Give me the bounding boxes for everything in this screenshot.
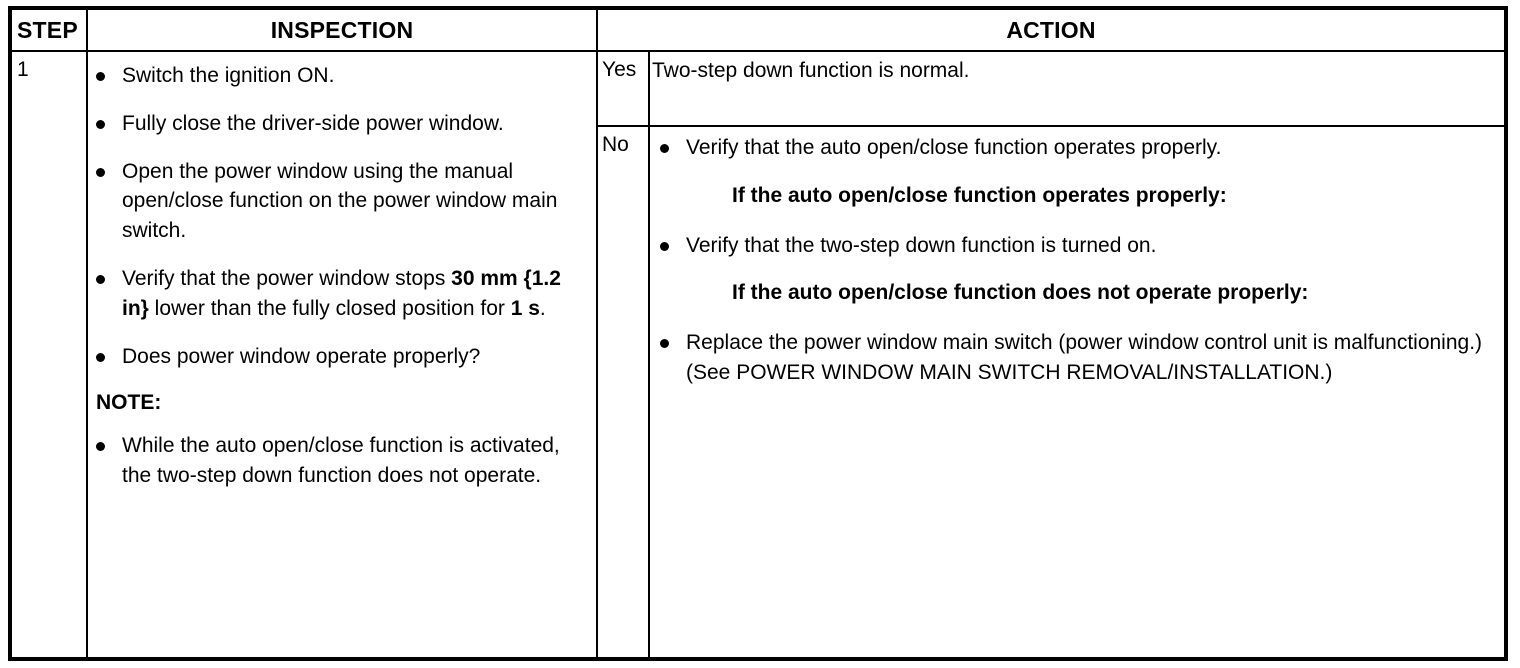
text-run: Verify that the power window stops [122,267,452,291]
inspection-note-label: NOTE: [96,390,162,414]
outcome-no: No Verify that the auto open/close funct… [598,127,1504,657]
header-label-inspection: INSPECTION [270,16,414,43]
text-run: . [539,296,546,320]
text-run: Verify that the auto open/close function… [686,136,1222,159]
bold-text-run: 1 s [510,296,540,320]
action-bullet-list: Verify that the auto open/close function… [652,133,1494,163]
list-item: Verify that the auto open/close function… [652,133,1494,163]
outcome-yes: Yes Two-step down function is normal. [598,52,1504,127]
list-item: Open the power window using the manual o… [88,157,584,246]
inspection-bullet-list: Switch the ignition ON. Fully close the d… [88,61,584,372]
list-item: Verify that the two-step down function i… [652,231,1494,261]
text-run: Open the power window using the manual o… [122,159,558,243]
bold-text-run: 30 mm {1.2 in} [122,267,561,320]
list-item: Switch the ignition ON. [88,61,584,91]
header-cell-step: STEP [12,10,88,50]
action-condition-heading: If the auto open/close function does not… [732,281,1309,305]
text-run: Switch the ignition ON. [122,64,335,87]
outcome-label-yes: Yes [598,52,650,125]
inspection-note-bullet-list: While the auto open/close function is ac… [88,431,584,491]
outcome-no-block-list: Verify that the auto open/close function… [652,133,1494,388]
header-label-step: STEP [17,16,78,43]
list-item: Verify that the power window stops 30 mm… [88,264,584,324]
text-run: While the auto open/close function is ac… [122,433,560,487]
table-row: 1 Switch the ignition ON. Fully close the… [12,52,1504,657]
cell-action-outcomes: Yes Two-step down function is normal. No… [598,52,1504,657]
header-cell-action: ACTION [598,10,1504,50]
outcome-body-no: Verify that the auto open/close function… [650,127,1504,657]
text-run: Fully close the driver-side power window… [122,111,504,135]
header-cell-inspection: INSPECTION [88,10,598,50]
text-run: Verify that the two-step down function i… [686,233,1157,257]
text-run: lower than the fully closed position for [148,296,511,320]
list-item: Does power window operate properly? [88,342,584,372]
list-item: While the auto open/close function is ac… [88,431,584,491]
outcome-body-yes: Two-step down function is normal. [650,52,1504,125]
cell-inspection: Switch the ignition ON. Fully close the d… [88,52,598,657]
table-header-row: STEP INSPECTION ACTION [12,10,1504,52]
action-condition-heading: If the auto open/close function operates… [732,183,1227,207]
action-bullet-list: Verify that the two-step down function i… [652,231,1494,261]
diagnostic-troubleshooting-table: STEP INSPECTION ACTION 1 Switch the igni… [8,6,1508,661]
cell-step-number: 1 [12,52,88,657]
outcome-yes-text: Two-step down function is normal. [652,59,970,82]
list-item: Fully close the driver-side power window… [88,109,584,139]
outcome-label-no: No [598,127,650,657]
list-item: Replace the power window main switch (po… [652,328,1494,388]
text-run: Replace the power window main switch (po… [686,331,1483,385]
header-label-action: ACTION [1006,16,1096,43]
text-run: Does power window operate properly? [122,344,481,368]
action-bullet-list: Replace the power window main switch (po… [652,328,1494,388]
